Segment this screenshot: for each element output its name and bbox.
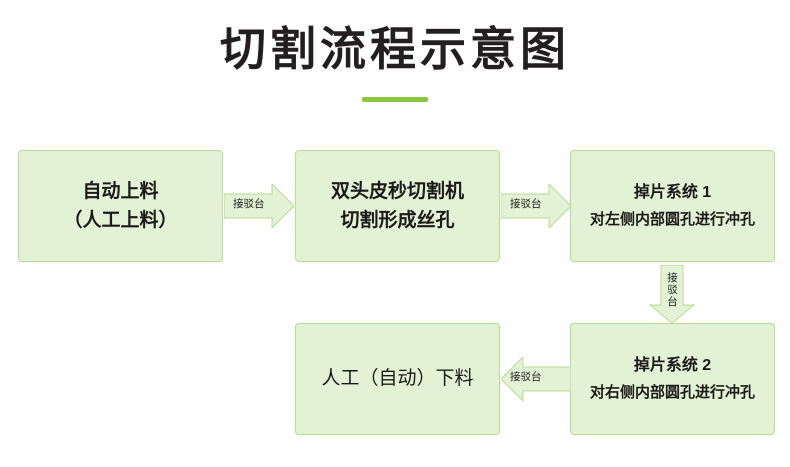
process-box-unload-line1: 人工（自动）下料 [321, 368, 474, 390]
process-box-drop-system-2: 掉片系统 2 对右侧内部圆孔进行冲孔 [570, 323, 775, 435]
process-box-picosecond-cutter-line2: 切割形成丝孔 [340, 210, 455, 231]
process-box-drop-system-2-line2: 对右侧内部圆孔进行冲孔 [589, 383, 755, 401]
process-box-drop-system-1-line1: 掉片系统 1 [633, 183, 712, 201]
process-box-picosecond-cutter: 双头皮秒切割机 切割形成丝孔 [295, 150, 500, 262]
title-underline-rule [362, 97, 428, 102]
page-title: 切割流程示意图 [220, 23, 570, 75]
arrow-down-drop1-to-drop2 [644, 265, 700, 323]
arrow-label-drop2-to-unload: 接驳台 [510, 371, 542, 383]
arrow-left-drop2-to-unload [501, 357, 571, 401]
process-box-picosecond-cutter-line1: 双头皮秒切割机 [330, 180, 464, 202]
arrow-label-drop1-to-drop2: 接驳台 [667, 272, 678, 309]
arrow-label-cutter-to-drop1: 接驳台 [510, 198, 542, 210]
process-box-auto-feed-line1: 自动上料 [82, 180, 159, 202]
process-box-auto-feed: 自动上料 （人工上料） [18, 150, 223, 262]
arrow-right-cutter-to-drop1 [501, 184, 571, 228]
process-box-drop-system-1-line2: 对左侧内部圆孔进行冲孔 [589, 210, 755, 228]
process-box-drop-system-2-line1: 掉片系统 2 [633, 356, 712, 374]
process-box-drop-system-1: 掉片系统 1 对左侧内部圆孔进行冲孔 [570, 150, 775, 262]
process-box-unload: 人工（自动）下料 [295, 323, 500, 435]
arrow-right-feed-to-cutter [224, 184, 294, 228]
arrow-label-feed-to-cutter: 接驳台 [233, 198, 265, 210]
process-box-auto-feed-line2: （人工上料） [63, 210, 178, 231]
